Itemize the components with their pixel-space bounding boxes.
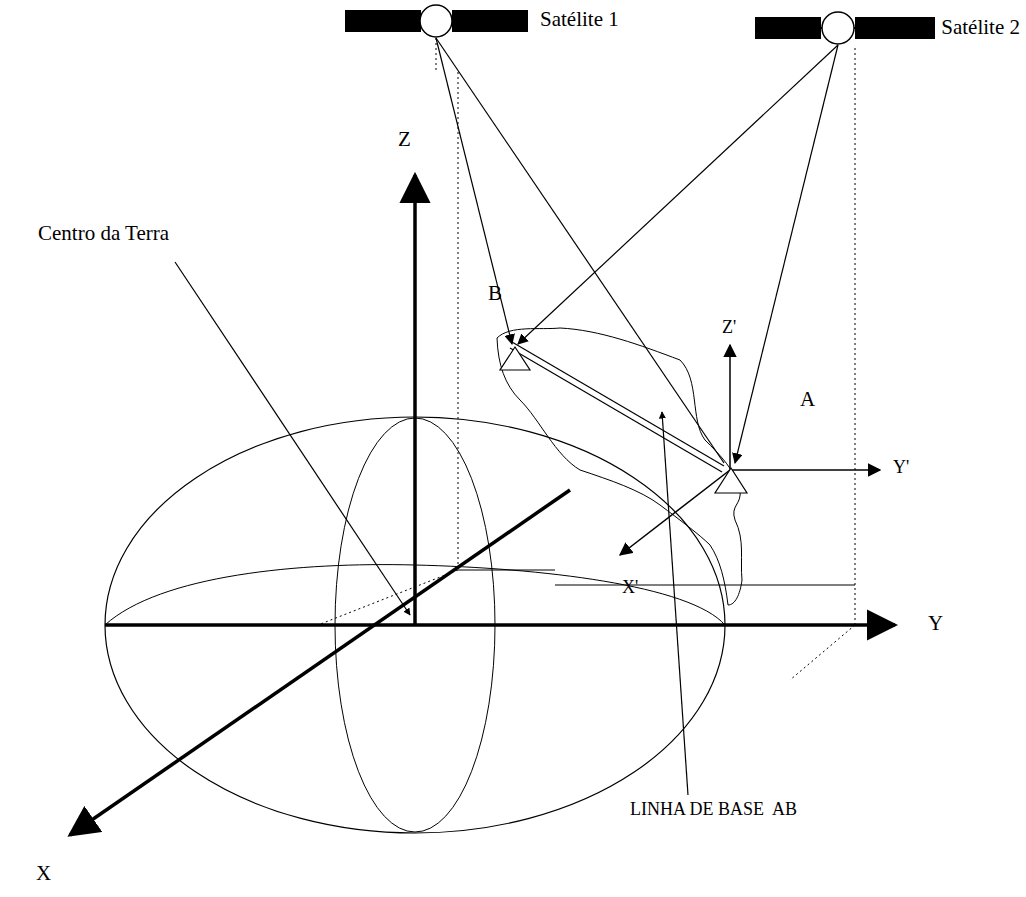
satellite-icon — [345, 5, 528, 37]
station-b — [500, 347, 530, 370]
callout-label: Centro da Terra — [38, 222, 169, 245]
axis-label: Z — [398, 128, 411, 151]
satellite-label: Satélite 1 — [540, 8, 619, 31]
projection-lines — [318, 38, 855, 680]
satellite-label: Satélite 2 — [941, 16, 1020, 39]
axis-label: X — [36, 862, 51, 885]
callout-label: LINHA DE BASE AB — [630, 800, 797, 820]
satellite-icon — [755, 12, 935, 44]
station-a — [715, 468, 747, 493]
signal-lines — [436, 38, 838, 463]
local-axes — [620, 345, 880, 555]
axis-label: Z' — [722, 318, 736, 338]
axis-label: Y' — [893, 458, 909, 478]
leader-line — [175, 262, 410, 615]
station-label: A — [800, 388, 815, 411]
axis-label: Y — [928, 612, 943, 635]
continent — [497, 328, 742, 605]
station-label: B — [488, 282, 502, 305]
leader-line — [662, 412, 688, 795]
axes — [70, 175, 895, 835]
baseline — [510, 342, 724, 472]
axis-label: X' — [622, 578, 638, 598]
projection-box — [458, 570, 855, 585]
